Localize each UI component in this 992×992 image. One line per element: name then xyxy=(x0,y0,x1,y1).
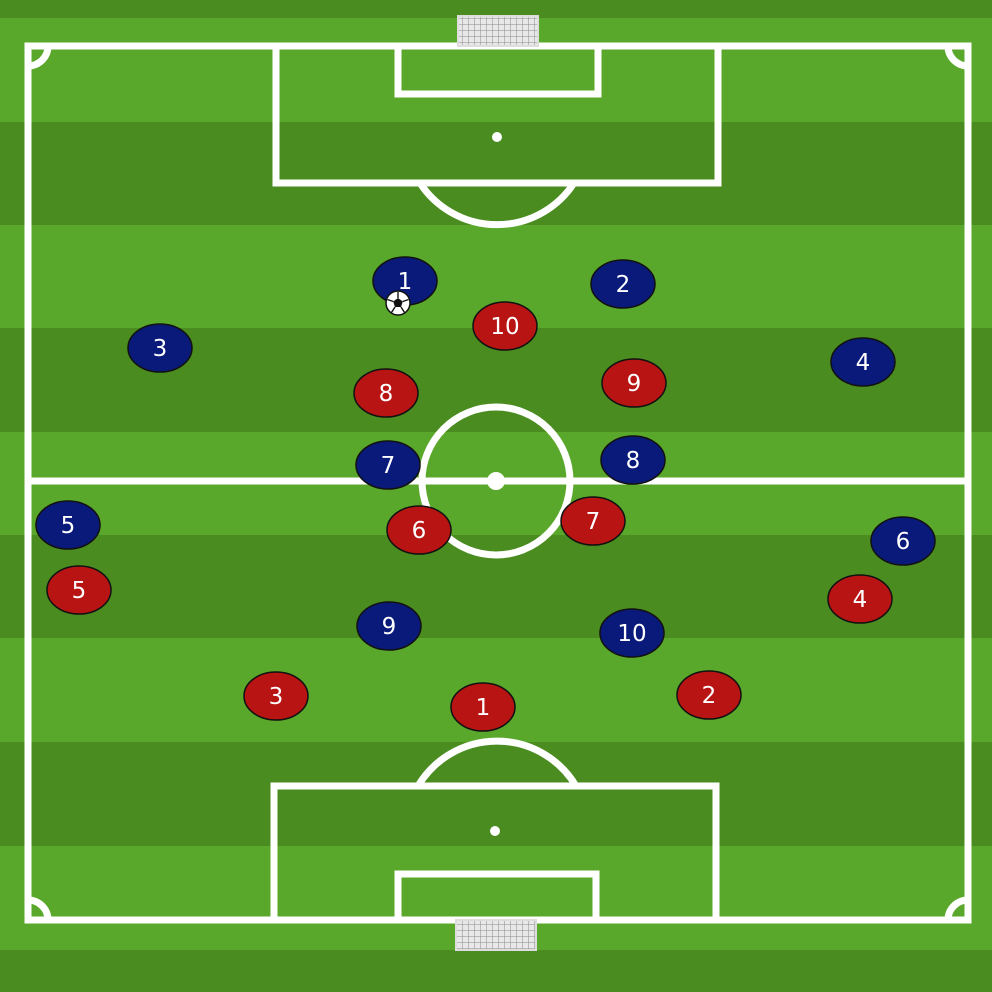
blue-player-8[interactable]: 8 xyxy=(600,435,666,485)
player-number: 2 xyxy=(616,272,631,298)
grass-stripe xyxy=(0,950,992,992)
player-number: 10 xyxy=(617,621,646,647)
grass-stripe xyxy=(0,0,992,18)
soccer-ball-icon[interactable] xyxy=(385,290,411,316)
player-marker xyxy=(827,574,893,624)
player-marker xyxy=(35,500,101,550)
blue-player-4[interactable]: 4 xyxy=(830,337,896,387)
player-marker xyxy=(590,259,656,309)
corner-arc-top-left xyxy=(27,45,52,70)
player-marker xyxy=(870,516,936,566)
red-player-8[interactable]: 8 xyxy=(353,368,419,418)
player-marker xyxy=(355,440,421,490)
player-marker xyxy=(356,601,422,651)
center-spot xyxy=(487,472,505,490)
player-number: 5 xyxy=(61,513,76,539)
player-number: 8 xyxy=(379,381,394,407)
red-player-3[interactable]: 3 xyxy=(243,671,309,721)
player-marker xyxy=(450,682,516,732)
bottom-goal-net-icon xyxy=(455,919,537,951)
player-marker xyxy=(243,671,309,721)
blue-player-3[interactable]: 3 xyxy=(127,323,193,373)
player-number: 6 xyxy=(412,518,427,544)
player-number: 3 xyxy=(153,336,168,362)
player-marker xyxy=(472,301,538,351)
red-player-5[interactable]: 5 xyxy=(46,565,112,615)
player-number: 9 xyxy=(627,371,642,397)
bottom-penalty-spot xyxy=(490,826,500,836)
player-marker xyxy=(676,670,742,720)
player-marker xyxy=(599,608,665,658)
player-number: 2 xyxy=(702,683,717,709)
player-marker xyxy=(386,505,452,555)
player-number: 7 xyxy=(586,509,601,535)
center-circle xyxy=(418,403,574,559)
red-player-6[interactable]: 6 xyxy=(386,505,452,555)
red-player-4[interactable]: 4 xyxy=(827,574,893,624)
red-player-2[interactable]: 2 xyxy=(676,670,742,720)
blue-player-7[interactable]: 7 xyxy=(355,440,421,490)
player-number: 6 xyxy=(896,529,911,555)
corner-arc-bottom-right xyxy=(944,896,969,921)
player-number: 1 xyxy=(398,269,413,295)
red-player-1[interactable]: 1 xyxy=(450,682,516,732)
player-number: 10 xyxy=(490,314,519,340)
red-player-7[interactable]: 7 xyxy=(560,496,626,546)
blue-player-6[interactable]: 6 xyxy=(870,516,936,566)
player-number: 1 xyxy=(476,695,491,721)
blue-player-5[interactable]: 5 xyxy=(35,500,101,550)
bottom-penalty-arc xyxy=(414,737,580,788)
corner-arc-top-right xyxy=(944,45,969,70)
spots xyxy=(487,132,505,836)
corner-arc-bottom-left xyxy=(27,896,52,921)
player-number: 3 xyxy=(269,684,284,710)
player-marker xyxy=(830,337,896,387)
player-marker xyxy=(560,496,626,546)
player-marker xyxy=(353,368,419,418)
blue-player-1[interactable]: 1 xyxy=(372,256,438,306)
player-marker xyxy=(601,358,667,408)
top-penalty-arc xyxy=(417,181,577,229)
player-number: 8 xyxy=(626,448,641,474)
player-number: 4 xyxy=(856,350,871,376)
blue-player-2[interactable]: 2 xyxy=(590,259,656,309)
player-marker xyxy=(46,565,112,615)
player-marker xyxy=(600,435,666,485)
red-player-9[interactable]: 9 xyxy=(601,358,667,408)
players-layer: 1 2 3 4 5 6 7 8 9 10 1 2 3 4 5 6 7 8 9 10 xyxy=(35,256,936,732)
blue-player-9[interactable]: 9 xyxy=(356,601,422,651)
top-goal-net-icon xyxy=(457,15,539,47)
red-player-10[interactable]: 10 xyxy=(472,301,538,351)
player-number: 5 xyxy=(72,578,87,604)
player-number: 9 xyxy=(382,614,397,640)
player-number: 4 xyxy=(853,587,868,613)
blue-player-10[interactable]: 10 xyxy=(599,608,665,658)
player-marker xyxy=(127,323,193,373)
player-number: 7 xyxy=(381,453,396,479)
top-penalty-spot xyxy=(492,132,502,142)
